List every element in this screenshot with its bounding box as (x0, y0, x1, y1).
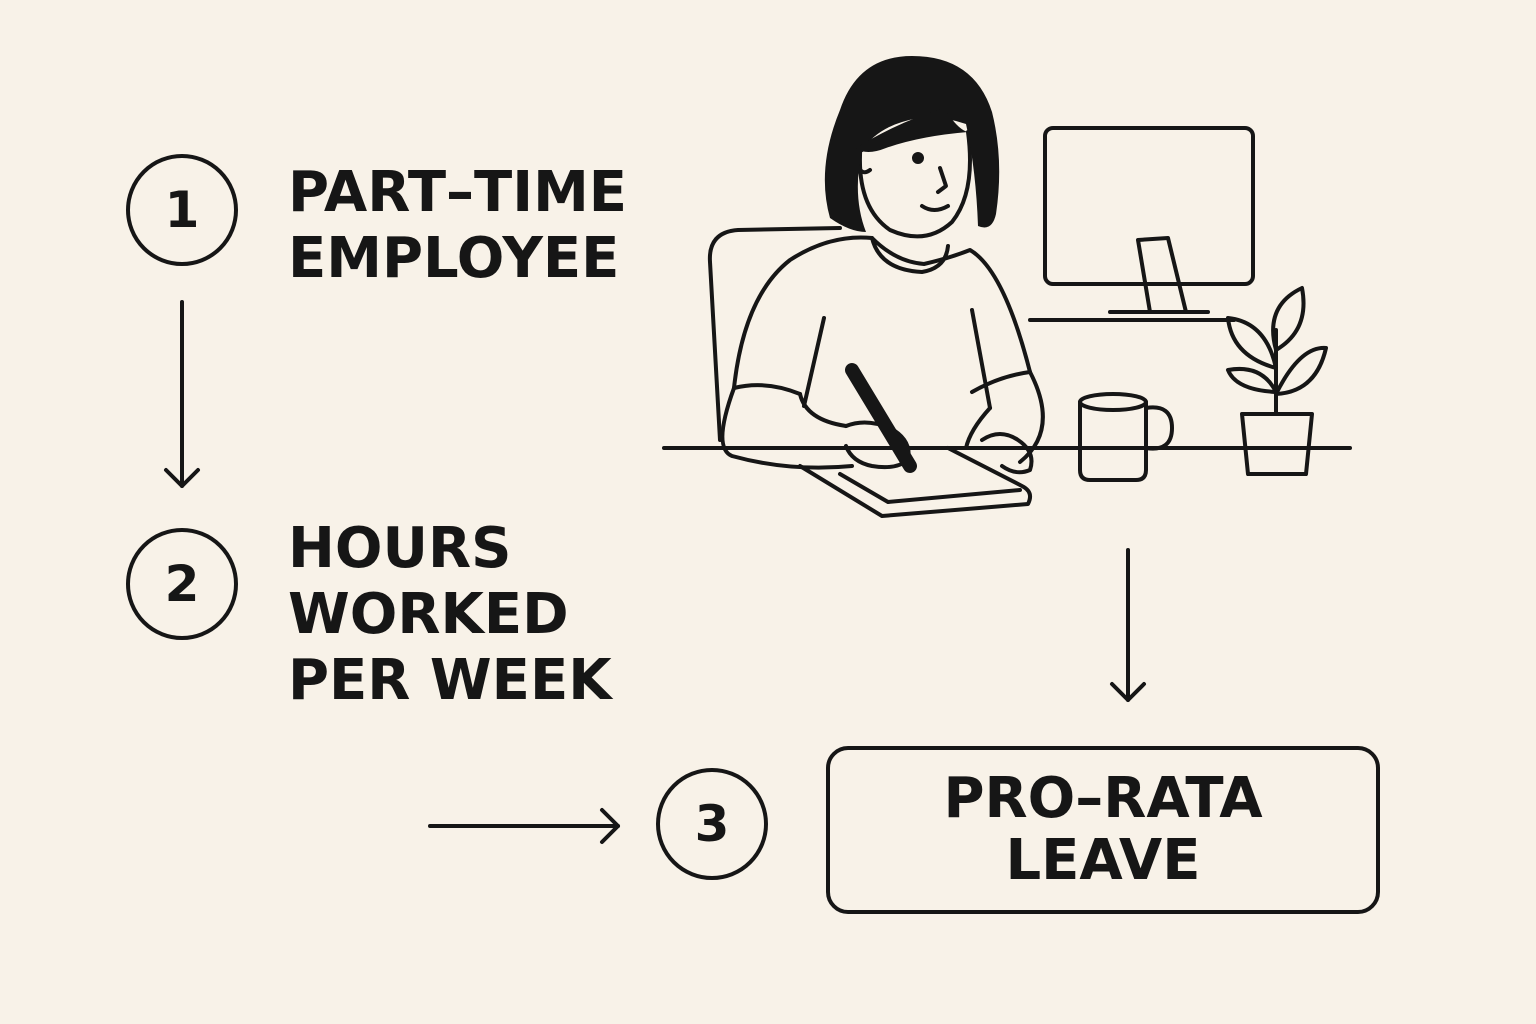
result-line-1: PRO–RATA (943, 766, 1263, 831)
woman-writing-at-desk-illustration (662, 126, 1352, 518)
arrow-right-to-step-3 (428, 808, 620, 844)
step-1-label-line-1: PART–TIME (288, 160, 628, 225)
step-1-circle: 1 (126, 154, 238, 266)
step-1-label: PART–TIME EMPLOYEE (288, 160, 627, 292)
woman-hair (824, 56, 1000, 232)
step-2-label-line-3: PER WEEK (288, 648, 612, 713)
step-2-label-line-1: HOURS (288, 516, 512, 581)
step-1-label-line-2: EMPLOYEE (288, 226, 620, 291)
mug-icon (1078, 400, 1148, 482)
chair-back (707, 226, 842, 442)
monitor-screen (1043, 126, 1255, 286)
result-line-2: LEAVE (1005, 828, 1201, 893)
step-2-number: 2 (164, 555, 200, 613)
woman-face (857, 130, 972, 239)
result-box: PRO–RATA LEAVE (826, 746, 1380, 914)
step-3-number: 3 (694, 795, 730, 853)
step-2-label: HOURS WORKED PER WEEK (288, 516, 612, 714)
step-2-circle: 2 (126, 528, 238, 640)
arrow-down-step-1-to-2 (164, 300, 200, 488)
plant-icon (1226, 286, 1328, 476)
arrow-down-to-result (1110, 548, 1146, 702)
woman-torso (732, 235, 1032, 390)
step-3-circle: 3 (656, 768, 768, 880)
monitor-stand (1136, 236, 1188, 314)
step-1-number: 1 (164, 181, 200, 239)
step-2-label-line-2: WORKED (288, 582, 569, 647)
notebook (798, 446, 1032, 518)
pen-icon (845, 363, 917, 473)
